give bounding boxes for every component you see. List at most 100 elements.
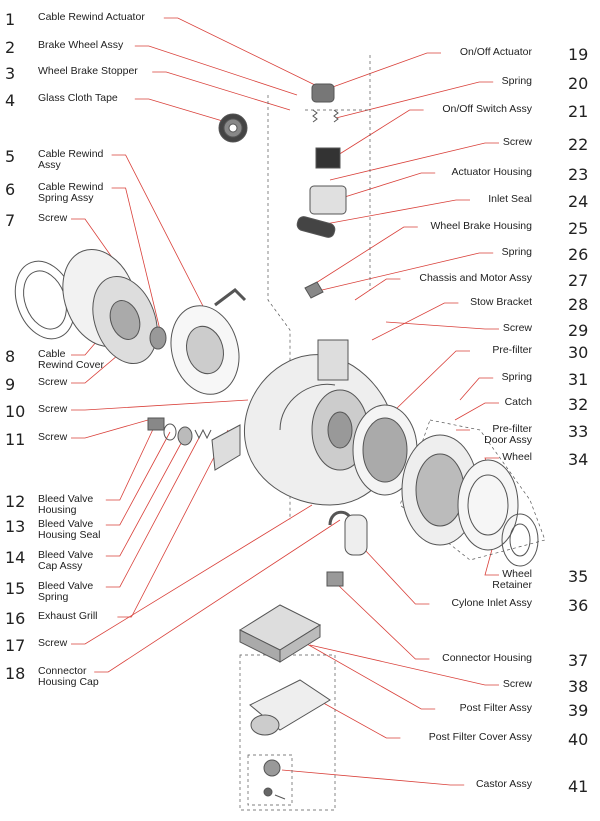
leader-line-36 <box>364 549 430 605</box>
part-number-20: 20 <box>568 74 589 93</box>
wheel-brake-housing-part <box>304 281 324 299</box>
spring-part <box>312 109 339 123</box>
part-number-38: 38 <box>568 677 589 696</box>
leader-line-40 <box>317 699 401 739</box>
part-number-26: 26 <box>568 245 589 264</box>
part-label-14: Bleed Valve Cap Assy <box>38 549 94 572</box>
cable-rewind-assy-part <box>170 288 247 395</box>
leader-line-38 <box>309 644 499 686</box>
part-number-29: 29 <box>568 321 589 340</box>
parts-drawings <box>14 55 546 811</box>
leader-line-24 <box>319 199 470 226</box>
part-label-15: Bleed Valve Spring <box>38 580 94 603</box>
leader-lines <box>71 17 501 786</box>
part-number-7: 7 <box>5 211 16 230</box>
leader-line-15 <box>105 435 201 588</box>
part-number-22: 22 <box>568 135 589 154</box>
part-number-6: 6 <box>5 180 16 199</box>
bleed-valve-seal-part <box>163 423 177 441</box>
part-number-8: 8 <box>5 347 16 366</box>
part-number-4: 4 <box>5 91 16 110</box>
part-label-22: Screw <box>502 136 532 148</box>
part-label-29: Screw <box>502 322 532 334</box>
part-label-16: Exhaust Grill <box>38 610 98 622</box>
part-number-41: 41 <box>568 777 589 796</box>
part-label-31: Spring <box>501 371 532 383</box>
part-number-34: 34 <box>568 450 589 469</box>
part-label-4: Glass Cloth Tape <box>38 92 118 104</box>
leader-line-2 <box>134 45 298 96</box>
rewind-spring-part <box>149 326 167 350</box>
part-label-35: Wheel Retainer <box>492 568 532 591</box>
leader-line-20 <box>335 81 494 119</box>
part-label-20: Spring <box>501 75 532 87</box>
leader-line-25 <box>307 226 418 289</box>
part-label-9: Screw <box>38 376 68 388</box>
part-label-19: On/Off Actuator <box>459 46 532 58</box>
leader-line-5 <box>111 154 206 311</box>
leader-line-39 <box>299 639 436 710</box>
part-number-30: 30 <box>568 343 589 362</box>
part-number-33: 33 <box>568 422 589 441</box>
part-label-13: Bleed Valve Housing Seal <box>38 518 101 541</box>
part-label-5: Cable Rewind Assy <box>38 148 104 171</box>
part-label-37: Connector Housing <box>442 652 532 664</box>
leader-line-22 <box>329 142 499 181</box>
leader-line-11 <box>71 419 149 439</box>
leader-line-3 <box>152 71 291 111</box>
part-label-8: Cable Rewind Cover <box>38 348 104 371</box>
leader-line-17 <box>71 504 313 645</box>
wheel-retainer-part <box>501 513 539 567</box>
part-label-25: Wheel Brake Housing <box>430 220 532 232</box>
part-number-15: 15 <box>5 579 26 598</box>
leader-line-26 <box>321 252 494 291</box>
part-number-5: 5 <box>5 147 16 166</box>
bleed-valve-spring-part <box>194 428 212 440</box>
cable-rewind-cover-part <box>14 249 158 365</box>
part-number-9: 9 <box>5 375 16 394</box>
part-label-18: Connector Housing Cap <box>38 665 99 688</box>
wheel-part <box>457 459 519 551</box>
post-filter-guide-dashed <box>239 654 336 811</box>
pre-filter-part <box>352 404 418 496</box>
part-number-31: 31 <box>568 370 589 389</box>
part-number-28: 28 <box>568 295 589 314</box>
part-label-6: Cable Rewind Spring Assy <box>38 181 104 204</box>
connector-housing-part <box>326 571 344 587</box>
part-number-12: 12 <box>5 492 26 511</box>
part-number-14: 14 <box>5 548 26 567</box>
part-label-26: Spring <box>501 246 532 258</box>
part-number-40: 40 <box>568 730 589 749</box>
on-off-actuator-part <box>311 83 335 103</box>
leader-line-23 <box>334 172 436 201</box>
glass-cloth-tape-part <box>218 113 248 143</box>
part-number-10: 10 <box>5 402 26 421</box>
leader-line-29 <box>385 321 499 330</box>
part-label-7: Screw <box>38 212 68 224</box>
door-guide-dashed <box>399 419 546 561</box>
part-number-27: 27 <box>568 271 589 290</box>
part-label-39: Post Filter Assy <box>459 702 532 714</box>
part-number-35: 35 <box>568 567 589 586</box>
leader-line-6 <box>111 187 161 331</box>
bleed-valve-cap-part <box>177 426 193 446</box>
part-label-3: Wheel Brake Stopper <box>38 65 138 77</box>
part-number-23: 23 <box>568 165 589 184</box>
part-label-11: Screw <box>38 431 68 443</box>
leader-line-1 <box>163 17 316 86</box>
leader-line-18 <box>94 519 341 673</box>
bleed-valve-housing-part <box>147 417 165 431</box>
part-label-10: Screw <box>38 403 68 415</box>
part-label-40: Post Filter Cover Assy <box>428 731 532 743</box>
part-label-2: Brake Wheel Assy <box>38 39 124 51</box>
leader-line-30 <box>394 350 470 411</box>
exhaust-grill-part <box>211 424 241 471</box>
leader-line-21 <box>337 109 424 156</box>
part-number-21: 21 <box>568 102 589 121</box>
part-number-3: 3 <box>5 64 16 83</box>
part-number-37: 37 <box>568 651 589 670</box>
part-label-33: Pre-filter Door Assy <box>484 423 532 446</box>
part-number-39: 39 <box>568 701 589 720</box>
part-number-2: 2 <box>5 38 16 57</box>
